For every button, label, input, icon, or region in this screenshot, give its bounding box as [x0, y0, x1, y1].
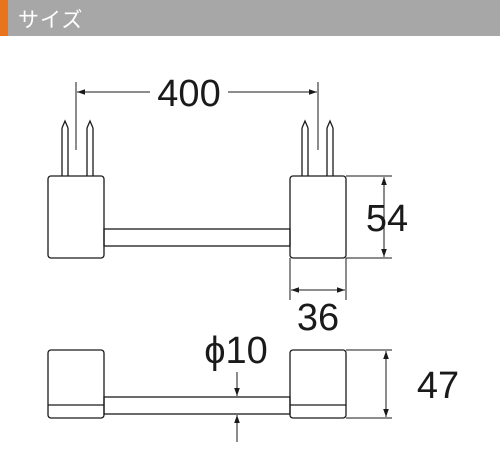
depth-label: 36: [297, 297, 339, 339]
height-label: 54: [366, 198, 408, 240]
rod-top: [103, 228, 291, 247]
front-height-label: 47: [417, 365, 459, 407]
width-label: 400: [157, 73, 220, 115]
left-mount-pins: [61, 119, 94, 176]
right-mount-pins: [301, 119, 334, 176]
right-bracket-top: [289, 175, 347, 259]
section-title: サイズ: [18, 8, 84, 32]
left-bracket-front: [47, 349, 105, 419]
rod-front: [103, 396, 291, 415]
left-bracket-top: [47, 175, 105, 259]
right-bracket-front: [289, 349, 347, 419]
header-accent-bar: [0, 0, 8, 36]
rod-diameter-label: ϕ10: [204, 330, 268, 372]
section-header: サイズ: [0, 0, 500, 36]
